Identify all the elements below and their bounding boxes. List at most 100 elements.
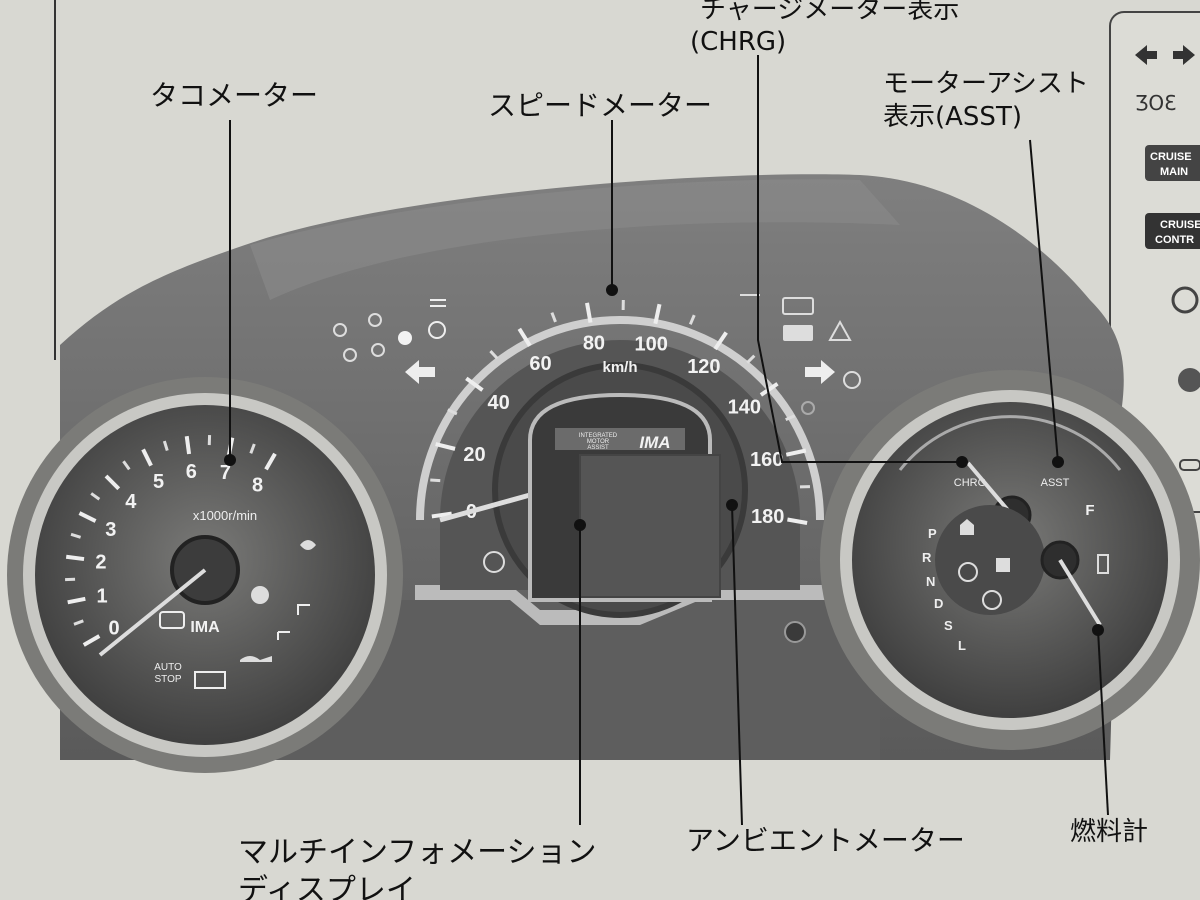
charge-assist-needle (966, 461, 1014, 517)
callout-lines (224, 55, 1109, 826)
asst-label: ASST (1041, 477, 1070, 489)
ima-logo-plate (555, 428, 685, 450)
ima-logo-small-1: INTEGRATED (579, 433, 618, 439)
airbag-off-icon (1171, 286, 1199, 314)
tachometer-label: タコメーター (150, 79, 318, 112)
tachometer-tick-0 (82, 634, 101, 647)
speedometer-minor-tick (430, 478, 441, 483)
gear-position-L: L (958, 638, 966, 653)
cruise-main-label-2: MAIN (1160, 166, 1188, 178)
fuel-pump-icon (1097, 554, 1109, 574)
fuel-gauge-label: 燃料計 (1070, 817, 1148, 847)
motor-assist-label-2: 表示(ASST) (883, 102, 1022, 132)
tachometer-number: 7 (220, 462, 231, 484)
airbag-icon (1178, 368, 1200, 392)
tpms-icon (333, 323, 347, 337)
speedometer-number: 160 (750, 449, 783, 471)
fuel-full-label: F (1085, 502, 1094, 519)
cruise-main-indicator (782, 297, 814, 315)
ima-logo-small-3: ASSIST (587, 445, 609, 451)
tachometer-number: 8 (252, 474, 263, 496)
ima-logo-text: IMA (639, 433, 670, 452)
tachometer-tick-3 (78, 511, 97, 523)
speedometer-label: スピードメーター (488, 89, 712, 122)
speedometer: 020406080100120140160180 km/h INTEGRATED… (416, 300, 824, 618)
cruise-control-indicator (783, 325, 813, 341)
speedometer-number: 80 (583, 332, 605, 354)
tachometer-minor-tick (90, 492, 101, 501)
parking-brake-icon (958, 562, 978, 582)
charge-callout-dot (956, 456, 968, 468)
security-icon (801, 401, 815, 415)
speedometer-tick-140 (759, 382, 779, 397)
speedometer-tick-60 (517, 327, 532, 347)
ambient-callout-dot (726, 499, 738, 511)
tachometer-number: 0 (109, 618, 120, 640)
trip-knob (784, 621, 806, 643)
gear-position-S: S (944, 618, 953, 633)
chrg-label: CHRG (954, 477, 986, 489)
tachometer-tick-8 (264, 452, 277, 471)
speedometer-tick-0 (431, 511, 452, 519)
right-turn-arrow-icon (805, 360, 835, 384)
tachometer-callout-dot (224, 454, 236, 466)
speedometer-minor-tick (447, 408, 458, 416)
speedometer-callout-dot (606, 284, 618, 296)
ambient-callout-line (731, 504, 743, 826)
multi-info-display-label-2: ディスプレイ (238, 873, 416, 900)
speedometer-minor-tick (550, 312, 557, 323)
gear-position-R: R (922, 550, 932, 565)
fog-light-icon (368, 313, 382, 327)
ima-badge: IMA (190, 619, 220, 636)
speedometer-minor-tick (688, 314, 696, 325)
coolant-cold-icon (277, 631, 290, 640)
motor-assist-label: モーターアシスト (883, 69, 1089, 99)
speedometer-tick-160 (785, 448, 807, 457)
tachometer-unit: x1000r/min (193, 508, 257, 523)
fuel-gauge-needle (1058, 558, 1102, 627)
shift-indicator-dial (935, 505, 1045, 615)
speedometer-tick-40 (465, 376, 484, 392)
tachometer-tick-2 (65, 554, 85, 562)
left-turn-arrow-icon (405, 360, 435, 384)
fuel-callout-dot (1092, 624, 1104, 636)
assist-charge-arc (898, 415, 1122, 471)
battery-icon (194, 671, 226, 689)
gear-position-N: N (926, 574, 935, 589)
cruise-main-label: CRUISE (1150, 151, 1192, 163)
speedometer-number: 20 (463, 444, 485, 466)
ima-logo-small-2: MOTOR (587, 439, 610, 445)
turn-arrows-icon (1135, 45, 1157, 65)
door-ajar-icon (960, 519, 974, 535)
hood-highlight (250, 179, 900, 300)
tachometer-needle (98, 568, 207, 657)
tachometer-number: 5 (153, 471, 164, 493)
speedometer-minor-tick (785, 414, 796, 422)
speedometer-unit: km/h (602, 359, 637, 376)
assist-callout-line (1029, 139, 1059, 463)
seatbelt-icon (251, 586, 269, 604)
cruise-control-label-2: CONTR (1155, 234, 1194, 246)
speedometer-number: 60 (529, 353, 551, 375)
speedometer-number: 180 (751, 506, 784, 528)
fuel-callout-line (1097, 629, 1109, 816)
speedometer-tick-100 (653, 303, 662, 325)
tachometer-number: 1 (96, 586, 107, 608)
tachometer-number: 4 (125, 491, 137, 513)
speedometer-number: 40 (488, 392, 510, 414)
tachometer-minor-tick (162, 440, 169, 452)
vsa-icon (343, 348, 357, 362)
cruise-main-badge (1145, 145, 1200, 181)
low-fuel-icon (996, 558, 1010, 572)
speedometer-tick-180 (787, 517, 808, 525)
vsa-off-icon (371, 343, 385, 357)
speedometer-number: 120 (687, 356, 720, 378)
speedometer-bezel (416, 316, 824, 521)
cruise-control-badge (1145, 213, 1200, 249)
auto-stop-label: AUTO (154, 662, 182, 673)
speedometer-numbers: 020406080100120140160180 (463, 332, 784, 528)
charge-meter-label: チャージメーター表示 (700, 0, 959, 25)
